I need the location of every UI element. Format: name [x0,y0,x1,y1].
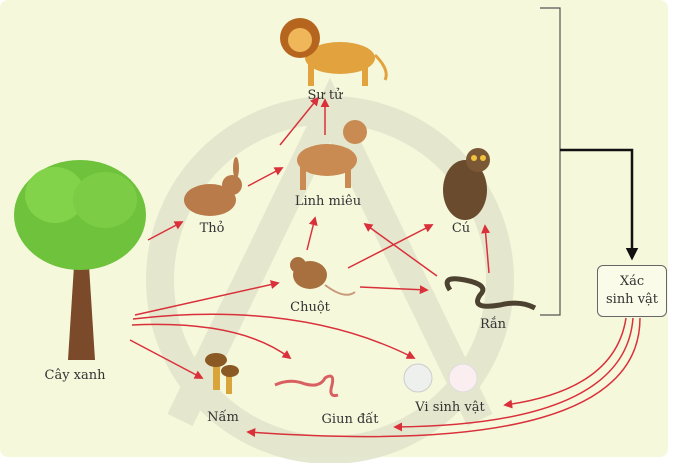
label-rabbit: Thỏ [199,221,225,236]
lion-image [280,18,388,86]
mouse-image [290,257,356,296]
dead-matter-box: Xác sinh vật [597,265,667,317]
mushroom-image [205,353,239,394]
earthworm-image [274,374,339,397]
watermark-cycle [146,77,514,463]
label-lynx: Linh miêu [294,194,362,209]
label-mouse: Chuột [290,300,330,315]
snake-image [444,276,537,311]
microbe-image [448,363,478,393]
bacteria-image [403,363,433,393]
label-tree: Cây xanh [44,368,106,383]
label-owl: Cú [451,221,471,236]
label-fungi: Nấm [207,410,239,425]
bracket [540,7,561,316]
tree-image [14,160,146,360]
dead-matter-line2: sinh vật [605,292,659,307]
lynx-image [297,120,367,190]
death-arrow [560,148,639,261]
label-microbes: Vi sinh vật [415,400,485,415]
label-lion: Sư tử [307,88,343,103]
dead-matter-line1: Xác [619,274,645,289]
label-earthworm: Giun đất [321,412,379,427]
label-snake: Rắn [480,317,506,332]
rabbit-image [184,157,242,216]
owl-image [443,148,490,220]
feeding-arrows [129,96,641,438]
